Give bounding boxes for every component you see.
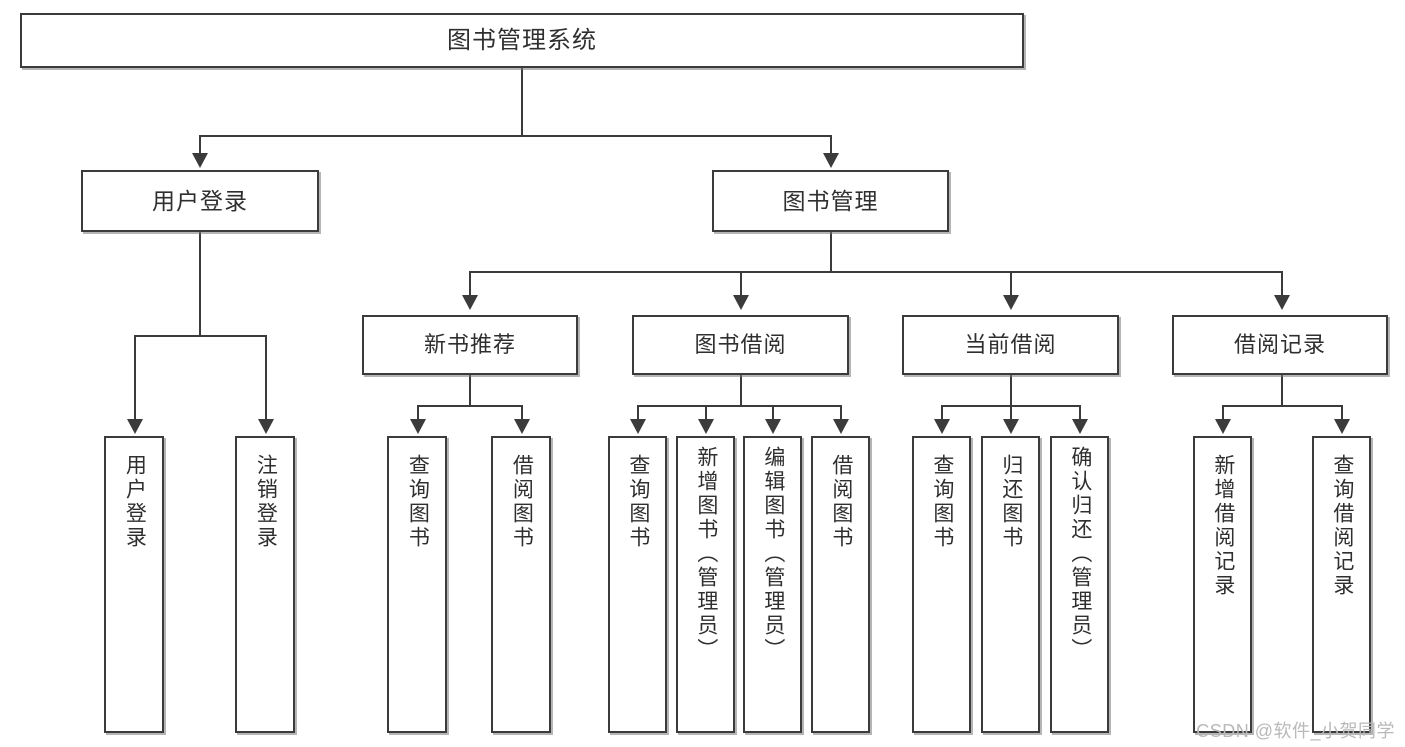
connector-bm-to-c2 <box>740 271 742 297</box>
connector-book-manage-trunk <box>830 232 832 272</box>
connector-bb-trunk <box>740 375 742 406</box>
connector-nbr-trunk <box>469 375 471 406</box>
arrow-root-to-user-login <box>192 153 208 168</box>
connector-nbr-to-leaf1 <box>417 405 419 421</box>
node-new-book-rec-label: 新书推荐 <box>423 332 516 358</box>
node-borrow-record[interactable]: 借阅记录 <box>1172 315 1388 375</box>
connector-root-bar <box>199 135 831 137</box>
node-root-label: 图书管理系统 <box>447 26 597 54</box>
connector-root-to-user-login <box>199 135 201 155</box>
node-leaf-query-book-3-label: 查询图书 <box>930 454 954 550</box>
arrow-root-to-book-manage <box>823 153 839 168</box>
connector-user-login-trunk <box>199 232 201 336</box>
node-leaf-user-login[interactable]: 用户登录 <box>104 436 164 733</box>
connector-nbr-to-leaf2 <box>521 405 523 421</box>
arrow-bb-to-query-book <box>630 419 646 434</box>
node-borrow-record-label: 借阅记录 <box>1233 332 1326 358</box>
node-leaf-add-book[interactable]: 新增图书（管理员） <box>676 436 735 733</box>
node-current-borrow-label: 当前借阅 <box>964 332 1057 358</box>
node-leaf-confirm-return[interactable]: 确认归还（管理员） <box>1050 436 1109 733</box>
connector-cb-to-leaf2 <box>1010 405 1012 421</box>
node-leaf-user-login-label: 用户登录 <box>123 454 147 550</box>
node-leaf-borrow-book-1-label: 借阅图书 <box>510 454 534 550</box>
arrow-nbr-to-borrow-book <box>514 419 530 434</box>
node-leaf-borrow-book-2[interactable]: 借阅图书 <box>811 436 870 733</box>
arrow-bm-to-book-borrow <box>733 295 749 310</box>
arrow-bm-to-new-book-rec <box>462 295 478 310</box>
node-book-manage-label: 图书管理 <box>782 187 879 214</box>
node-leaf-query-book-1-label: 查询图书 <box>406 454 430 550</box>
connector-br-to-leaf2 <box>1341 405 1343 421</box>
arrow-bm-to-current-borrow <box>1003 295 1019 310</box>
node-leaf-edit-book-label: 编辑图书（管理员） <box>761 446 785 662</box>
node-leaf-add-book-label: 新增图书（管理员） <box>694 446 718 662</box>
arrow-bb-to-borrow-book <box>833 419 849 434</box>
node-user-login-label: 用户登录 <box>152 187 248 214</box>
connector-user-login-bar <box>134 335 266 337</box>
arrow-cb-to-confirm-return <box>1072 419 1088 434</box>
connector-bb-to-leaf1 <box>637 405 639 421</box>
csdn-watermark: CSDN @软件_小贺同学 <box>1196 721 1395 741</box>
arrow-user-login-to-leaf1 <box>127 419 143 434</box>
arrow-nbr-to-query-book <box>410 419 426 434</box>
node-leaf-query-book-2[interactable]: 查询图书 <box>608 436 667 733</box>
node-leaf-query-book-3[interactable]: 查询图书 <box>912 436 971 733</box>
node-book-borrow-label: 图书借阅 <box>694 332 787 358</box>
connector-bm-to-c4 <box>1281 271 1283 297</box>
arrow-br-to-add-record <box>1215 419 1231 434</box>
node-leaf-edit-book[interactable]: 编辑图书（管理员） <box>743 436 802 733</box>
arrow-cb-to-return-book <box>1003 419 1019 434</box>
node-book-borrow[interactable]: 图书借阅 <box>632 315 849 375</box>
connector-root-trunk <box>521 68 523 135</box>
connector-br-to-leaf1 <box>1222 405 1224 421</box>
arrow-br-to-query-record <box>1334 419 1350 434</box>
connector-cb-to-leaf3 <box>1079 405 1081 421</box>
connector-bb-to-leaf4 <box>840 405 842 421</box>
node-new-book-rec[interactable]: 新书推荐 <box>362 315 578 375</box>
arrow-bb-to-add-book <box>698 419 714 434</box>
connector-bb-to-leaf3 <box>772 405 774 421</box>
connector-user-login-to-leaf2 <box>265 335 267 421</box>
node-leaf-borrow-book-2-label: 借阅图书 <box>829 454 853 550</box>
connector-bm-to-c3 <box>1010 271 1012 297</box>
node-user-login[interactable]: 用户登录 <box>81 170 319 232</box>
arrow-bb-to-edit-book <box>765 419 781 434</box>
node-leaf-return-book-label: 归还图书 <box>999 454 1023 550</box>
arrow-cb-to-query-book <box>934 419 950 434</box>
connector-br-bar <box>1222 405 1342 407</box>
connector-nbr-bar <box>417 405 522 407</box>
node-leaf-query-record[interactable]: 查询借阅记录 <box>1312 436 1371 733</box>
node-leaf-logout[interactable]: 注销登录 <box>235 436 295 733</box>
connector-cb-trunk <box>1010 375 1012 406</box>
node-leaf-query-book-1[interactable]: 查询图书 <box>387 436 447 733</box>
connector-bb-bar <box>637 405 841 407</box>
arrow-bm-to-borrow-record <box>1274 295 1290 310</box>
node-book-manage[interactable]: 图书管理 <box>712 170 949 232</box>
connector-root-to-book-manage <box>830 135 832 155</box>
connector-cb-to-leaf1 <box>941 405 943 421</box>
connector-bm-to-c1 <box>469 271 471 297</box>
node-leaf-add-record[interactable]: 新增借阅记录 <box>1193 436 1252 733</box>
node-leaf-logout-label: 注销登录 <box>254 454 278 550</box>
connector-user-login-to-leaf1 <box>134 335 136 421</box>
node-leaf-return-book[interactable]: 归还图书 <box>981 436 1040 733</box>
node-leaf-query-record-label: 查询借阅记录 <box>1330 454 1354 598</box>
node-leaf-add-record-label: 新增借阅记录 <box>1211 454 1235 598</box>
connector-br-trunk <box>1281 375 1283 406</box>
node-leaf-query-book-2-label: 查询图书 <box>626 454 650 550</box>
node-root[interactable]: 图书管理系统 <box>20 13 1024 68</box>
arrow-user-login-to-leaf2 <box>258 419 274 434</box>
connector-bb-to-leaf2 <box>705 405 707 421</box>
connector-book-manage-bar <box>469 271 1281 273</box>
node-leaf-borrow-book-1[interactable]: 借阅图书 <box>491 436 551 733</box>
node-leaf-confirm-return-label: 确认归还（管理员） <box>1068 446 1092 662</box>
node-current-borrow[interactable]: 当前借阅 <box>902 315 1119 375</box>
